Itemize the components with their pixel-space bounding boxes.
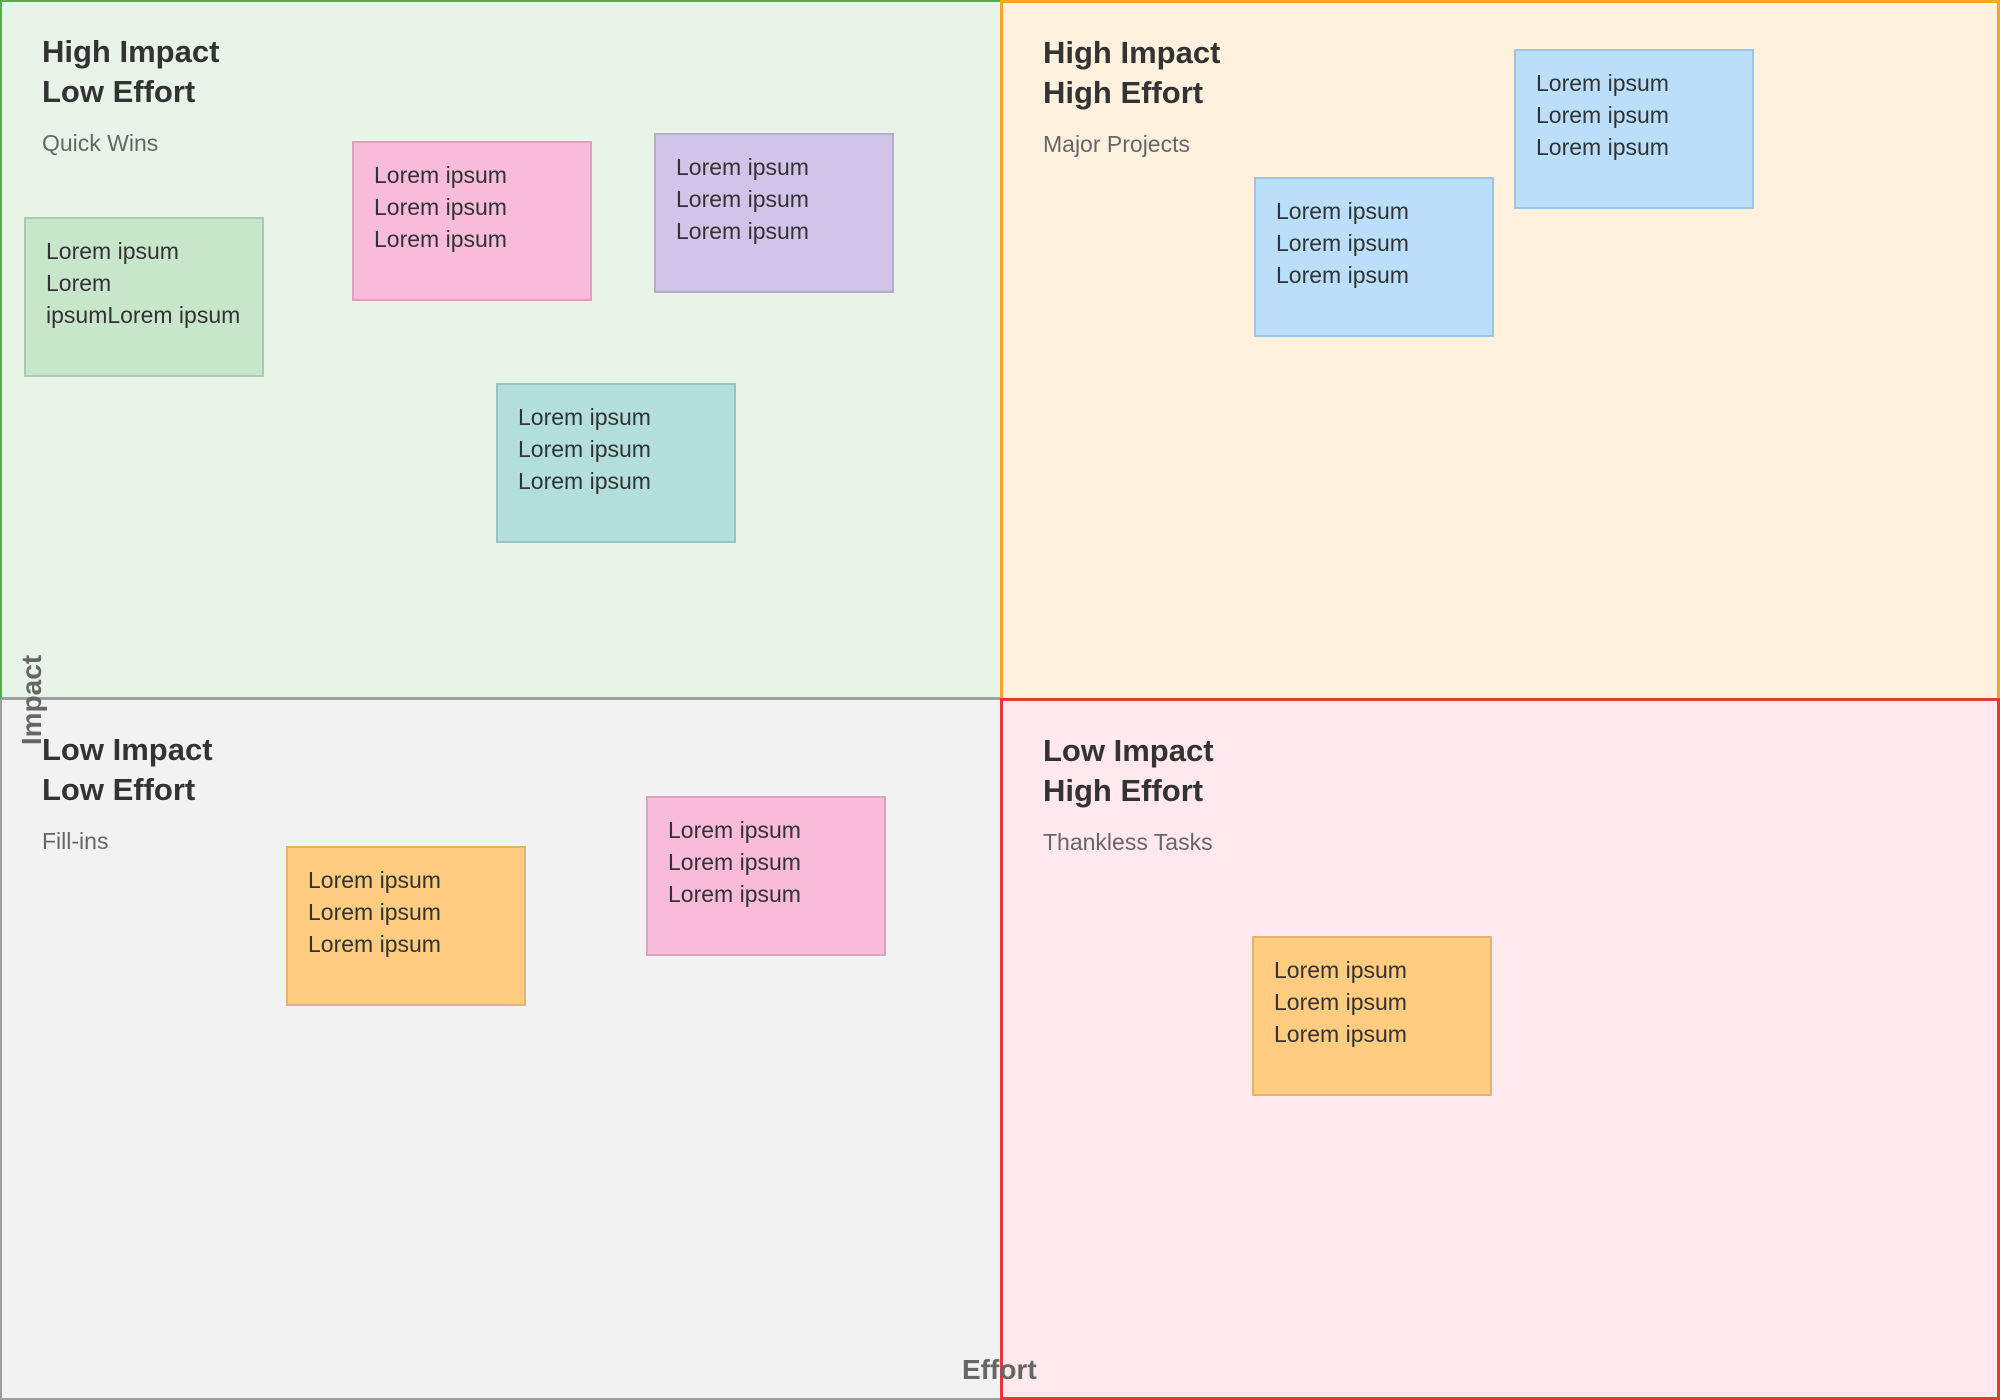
quadrant-thankless-tasks: Low Impact High Effort Thankless Tasks <box>1000 698 2000 1400</box>
quadrant-subtitle: Quick Wins <box>42 130 159 156</box>
quadrant-major-projects: High Impact High Effort Major Projects <box>1000 0 2000 700</box>
quadrant-title: Low Impact Low Effort <box>42 732 213 807</box>
quadrant-title: High Impact High Effort <box>1043 35 1221 110</box>
quadrant-subtitle: Thankless Tasks <box>1043 829 1213 855</box>
quadrant-subtitle: Major Projects <box>1043 131 1190 157</box>
sticky-note[interactable]: Lorem ipsum Lorem ipsum Lorem ipsum <box>646 796 886 956</box>
quadrant-title: Low Impact High Effort <box>1043 733 1214 808</box>
sticky-note[interactable]: Lorem ipsum Lorem ipsum Lorem ipsum <box>1252 936 1492 1096</box>
quadrant-title: High Impact Low Effort <box>42 34 220 109</box>
y-axis-label: Impact <box>16 654 47 746</box>
sticky-note[interactable]: Lorem ipsum Lorem ipsum Lorem ipsum <box>1514 49 1754 209</box>
sticky-note[interactable]: Lorem ipsum Lorem ipsum Lorem ipsum <box>286 846 526 1006</box>
sticky-note[interactable]: Lorem ipsum Lorem ipsum Lorem ipsum <box>654 133 894 293</box>
sticky-note[interactable]: Lorem ipsum Lorem ipsum Lorem ipsum <box>352 141 592 301</box>
quadrant-subtitle: Fill-ins <box>42 828 109 854</box>
sticky-note[interactable]: Lorem ipsum Lorem ipsumLorem ipsum <box>24 217 264 377</box>
sticky-note[interactable]: Lorem ipsum Lorem ipsum Lorem ipsum <box>1254 177 1494 337</box>
x-axis-label: Effort <box>962 1354 1037 1385</box>
sticky-note[interactable]: Lorem ipsum Lorem ipsum Lorem ipsum <box>496 383 736 543</box>
